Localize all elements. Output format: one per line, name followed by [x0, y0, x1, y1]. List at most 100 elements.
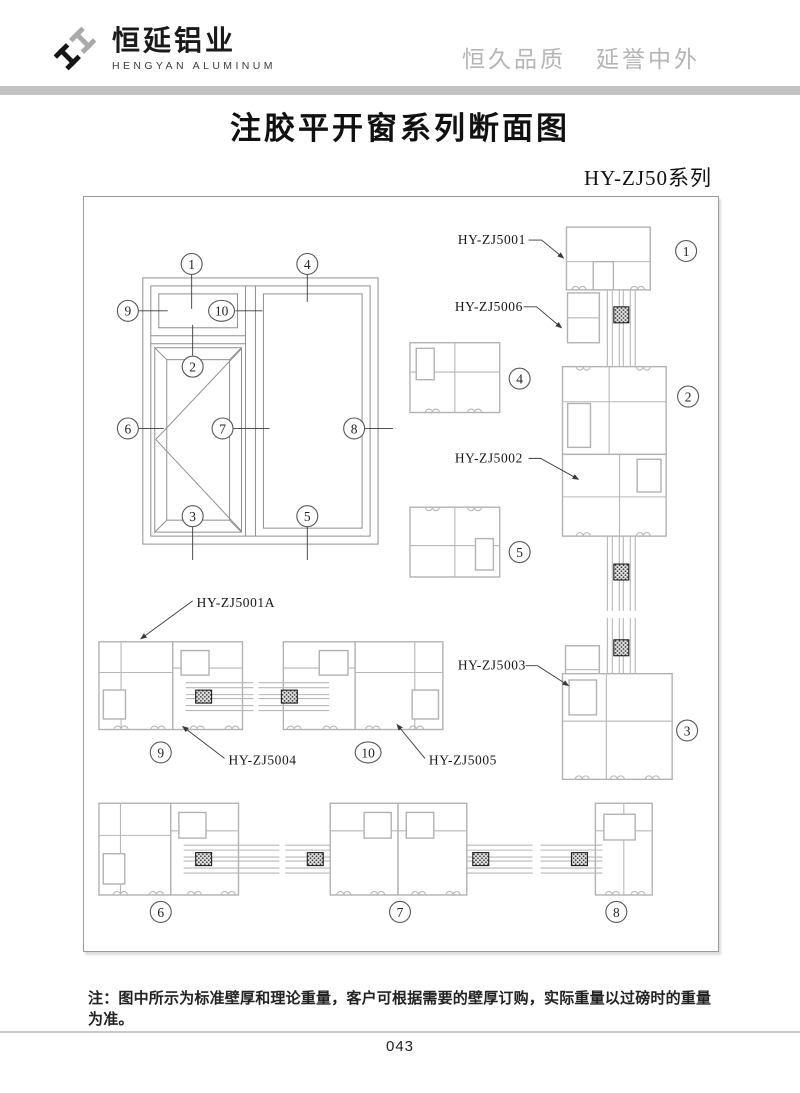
- page-number: 043: [385, 1038, 415, 1055]
- svg-text:9: 9: [125, 304, 132, 319]
- casement-sash: [154, 347, 243, 533]
- svg-text:8: 8: [351, 421, 358, 436]
- svg-text:6: 6: [125, 421, 132, 436]
- aluminum-profile-section: [98, 802, 172, 896]
- aluminum-profile-section: [98, 641, 174, 731]
- aluminum-profile-section: [561, 453, 667, 537]
- aluminum-profile-section: [282, 641, 356, 731]
- profile-label-hy-zj5001a: HY-ZJ5001A: [197, 595, 275, 610]
- section-marker-8-elevation: 8: [343, 417, 366, 440]
- aluminum-profile-section: [565, 226, 651, 291]
- hengyan-logo-icon: [53, 26, 97, 71]
- aluminum-profile-section: [329, 802, 399, 896]
- footer-divider: [0, 1031, 800, 1033]
- svg-text:2: 2: [685, 389, 692, 404]
- svg-text:10: 10: [361, 745, 375, 760]
- svg-text:4: 4: [304, 257, 311, 272]
- glass-pane: [258, 682, 330, 712]
- profile-label-hy-zj5005: HY-ZJ5005: [429, 752, 497, 767]
- section-marker-4-profile: 4: [508, 367, 531, 390]
- svg-text:10: 10: [215, 304, 229, 319]
- aluminum-profile-section: [566, 292, 601, 344]
- cross-section-diagram: HY-ZJ5001HY-ZJ5006HY-ZJ5002HY-ZJ5003HY-Z…: [98, 226, 700, 923]
- series-label: HY-ZJ50系列: [584, 166, 712, 190]
- section-marker-6-elevation: 6: [116, 417, 139, 440]
- svg-text:2: 2: [189, 359, 196, 374]
- glass-pane: [540, 844, 603, 874]
- aluminum-profile-section: [354, 641, 444, 731]
- aluminum-profile-section: [170, 802, 240, 896]
- glass-pane: [466, 844, 533, 874]
- brand-block: 恒延铝业 HENGYAN ALUMINUM: [112, 25, 276, 72]
- section-marker-9-profile: 9: [149, 741, 172, 764]
- slogan-right: 延誉中外: [596, 46, 700, 72]
- section-marker-3-elevation: 3: [181, 505, 204, 528]
- glass-pane: [606, 617, 636, 674]
- section-marker-10-profile: 10: [354, 741, 382, 764]
- svg-text:3: 3: [189, 509, 196, 524]
- opening-direction-line: [155, 348, 242, 440]
- section-marker-8-profile: 8: [605, 900, 628, 923]
- label-leader-line: [140, 600, 193, 640]
- svg-text:8: 8: [613, 905, 620, 920]
- glass-pane: [183, 844, 280, 874]
- section-marker-1-profile: 1: [675, 240, 698, 263]
- section-marker-3-profile: 3: [676, 719, 699, 742]
- section-marker-9-elevation: 9: [116, 299, 139, 322]
- svg-text:7: 7: [397, 905, 404, 920]
- company-name: 恒延铝业: [112, 25, 237, 56]
- svg-text:7: 7: [219, 421, 226, 436]
- section-marker-7-profile: 7: [388, 900, 412, 923]
- label-leader-line: [528, 239, 565, 259]
- section-marker-6-profile: 6: [149, 900, 172, 923]
- svg-text:1: 1: [683, 244, 690, 259]
- section-marker-10-elevation: 10: [208, 299, 236, 322]
- aluminum-profile-section: [594, 802, 653, 896]
- aluminum-profile-section: [561, 672, 673, 781]
- aluminum-profile-section: [409, 506, 501, 578]
- fixed-pane-right: [262, 293, 363, 529]
- section-marker-5-elevation: 5: [296, 505, 319, 528]
- svg-text:1: 1: [188, 257, 195, 272]
- footnote: 注：图中所示为标准壁厚和理论重量，客户可根据需要的壁厚订购，实际重量以过磅时的重…: [88, 990, 712, 1028]
- page-header: 恒延铝业 HENGYAN ALUMINUM 恒久品质 延誉中外: [0, 0, 800, 86]
- glass-pane: [285, 844, 331, 874]
- aluminum-profile-section: [561, 365, 667, 456]
- section-marker-2-profile: 2: [677, 385, 700, 408]
- profile-label-hy-zj5002: HY-ZJ5002: [455, 450, 523, 465]
- section-marker-4-elevation: 4: [296, 252, 319, 275]
- aluminum-profile-section: [409, 342, 501, 414]
- svg-text:5: 5: [516, 545, 523, 560]
- slogan-left: 恒久品质: [462, 46, 566, 72]
- glass-pane: [606, 536, 636, 611]
- section-marker-2-elevation: 2: [181, 355, 204, 378]
- aluminum-profile-section: [397, 802, 468, 896]
- label-leader-line: [525, 665, 570, 687]
- label-leader-line: [181, 725, 225, 759]
- profile-label-hy-zj5004: HY-ZJ5004: [229, 752, 297, 767]
- glass-pane: [606, 289, 636, 367]
- slogan: 恒久品质 延誉中外: [462, 40, 722, 74]
- label-leader-line: [396, 723, 426, 759]
- company-name-en: HENGYAN ALUMINUM: [112, 59, 276, 72]
- profile-label-hy-zj5001: HY-ZJ5001: [458, 232, 526, 247]
- svg-text:6: 6: [157, 905, 164, 920]
- section-marker-7-elevation: 7: [211, 417, 234, 440]
- glass-pane: [185, 682, 254, 712]
- svg-text:4: 4: [516, 371, 523, 386]
- svg-text:9: 9: [157, 745, 164, 760]
- window-elevation: [142, 277, 379, 545]
- profile-label-hy-zj5006: HY-ZJ5006: [455, 299, 523, 314]
- aluminum-profile-section: [172, 641, 244, 731]
- profile-label-hy-zj5003: HY-ZJ5003: [458, 658, 526, 673]
- opening-direction-line: [155, 439, 242, 532]
- section-marker-5-profile: 5: [508, 541, 531, 564]
- section-marker-1-elevation: 1: [180, 252, 203, 275]
- page-title: 注胶平开窗系列断面图: [230, 111, 570, 146]
- svg-text:5: 5: [304, 509, 311, 524]
- label-leader-line: [528, 457, 580, 480]
- label-leader-line: [523, 306, 563, 329]
- svg-text:3: 3: [684, 723, 691, 738]
- header-divider: [0, 86, 800, 95]
